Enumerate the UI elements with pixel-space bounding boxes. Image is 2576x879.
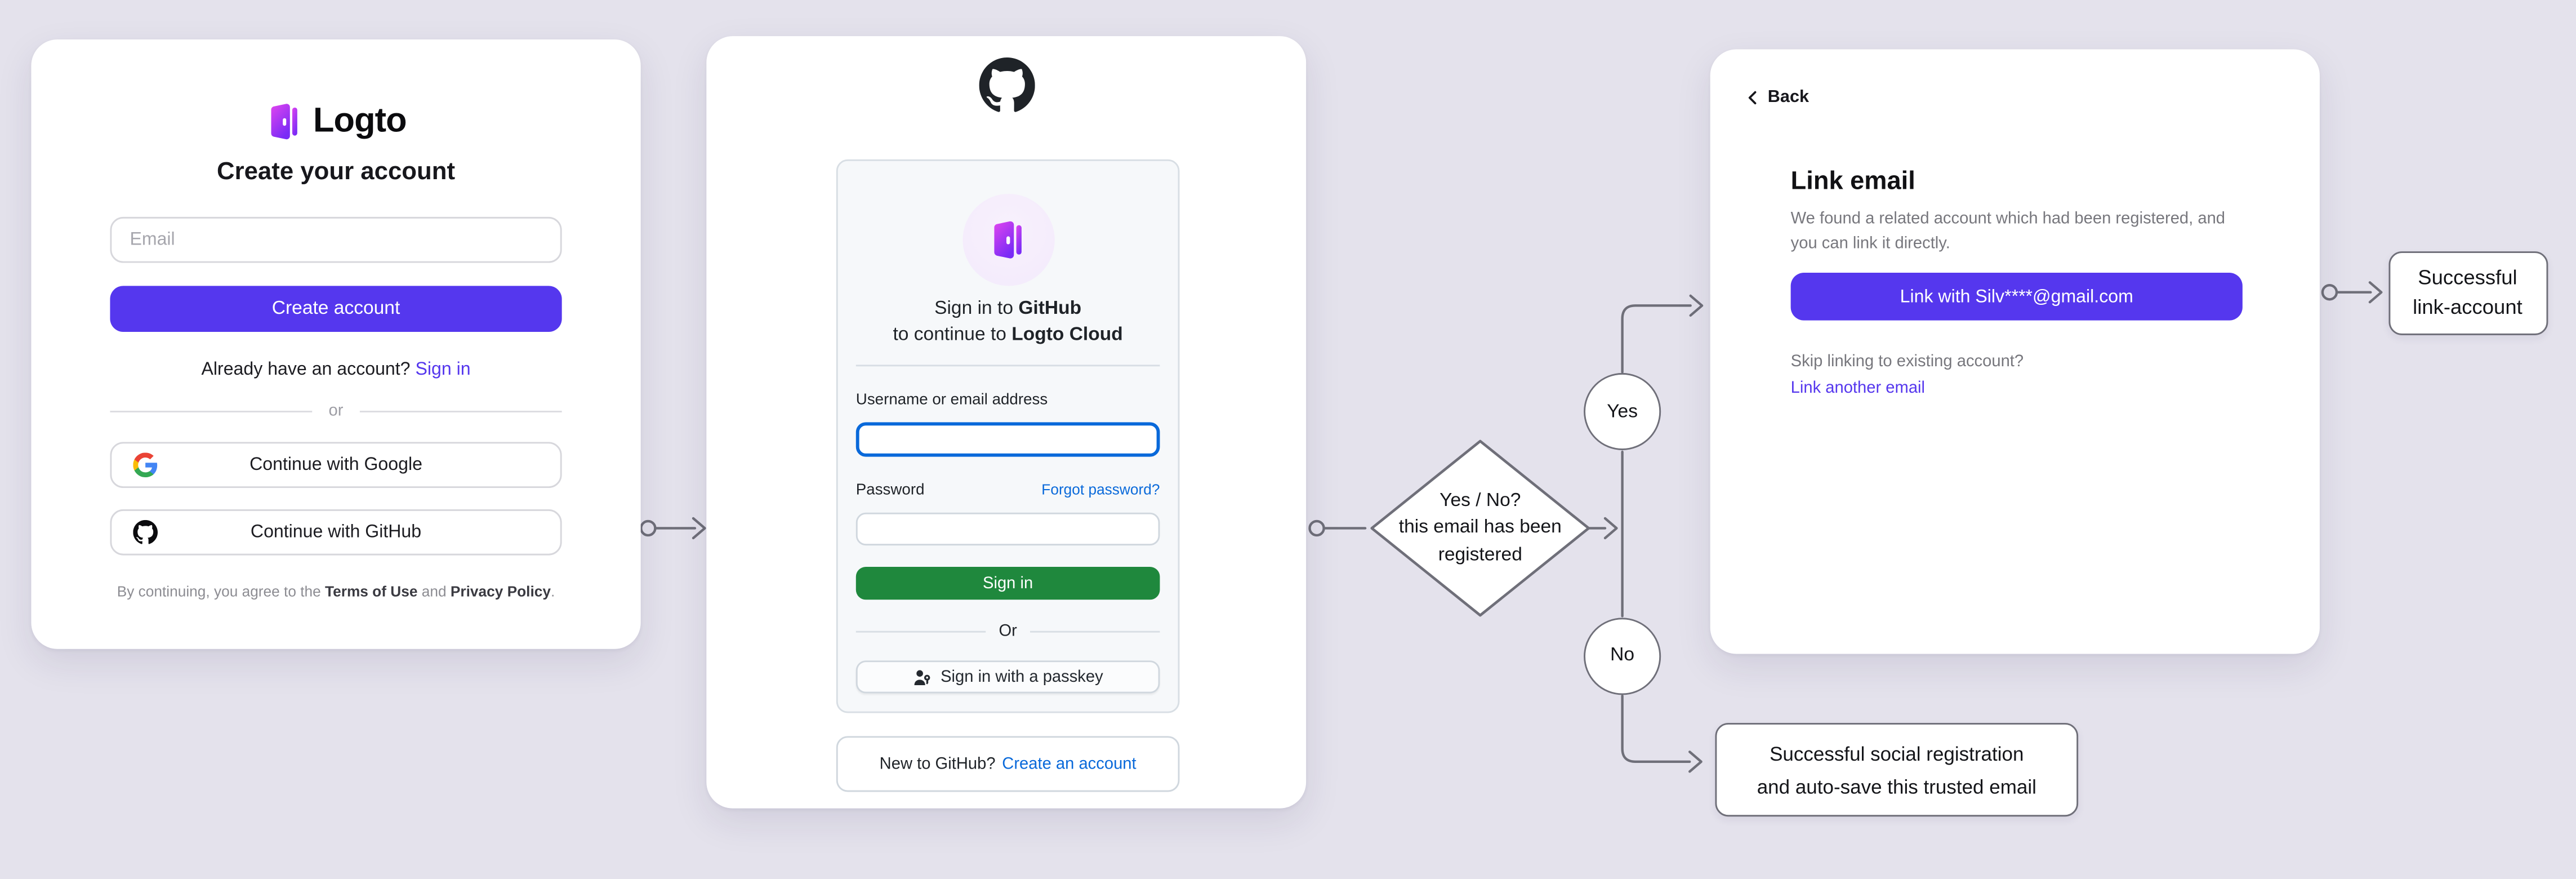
outcome-social-registration-box: Successful social registration and auto-… — [1715, 722, 2079, 817]
link-email-card: Back Link email We found a related accou… — [1710, 49, 2320, 654]
link-email-title: Link email — [1790, 167, 1915, 196]
skip-prompt: Skip linking to existing account? — [1790, 354, 2024, 372]
app-avatar — [961, 194, 1054, 286]
logto-logo: Logto — [110, 100, 561, 143]
github-or-divider: Or — [855, 622, 1160, 640]
passkey-button[interactable]: Sign in with a passkey — [855, 660, 1160, 694]
page-title: Create your account — [216, 157, 456, 186]
link-email-body: Link email We found a related account wh… — [1790, 166, 2246, 402]
logo-text: Logto — [313, 101, 407, 140]
google-icon — [133, 452, 158, 478]
chevron-left-icon — [1748, 90, 1757, 104]
panel-divider — [855, 365, 1160, 367]
username-input[interactable] — [855, 422, 1160, 457]
github-logo-icon — [978, 57, 1035, 112]
link-with-email-button[interactable]: Link with Silv****@gmail.com — [1790, 273, 2243, 321]
outcome-link-account-box: Successful link-account — [2388, 250, 2547, 335]
link-email-description: We found a related account which had bee… — [1790, 210, 2226, 253]
logto-door-icon — [270, 104, 297, 140]
password-input[interactable] — [855, 512, 1160, 546]
forgot-password-link[interactable]: Forgot password? — [1041, 481, 1160, 498]
email-field[interactable] — [110, 216, 562, 263]
signup-card: Logto Create your account Create account… — [31, 39, 641, 649]
github-signin-card: Sign in to GitHub to continue to Logto C… — [706, 36, 1307, 809]
decision-node: Yes / No? this email has been registered — [1398, 491, 1562, 565]
signin-prompt: Already have an account? Sign in — [201, 359, 471, 380]
continue-github-button[interactable]: Continue with GitHub — [110, 509, 562, 556]
signin-link[interactable]: Sign in — [415, 359, 471, 380]
password-row: Password Forgot password? — [855, 481, 1160, 500]
create-account-button[interactable]: Create account — [110, 286, 562, 332]
footer-prompt: New to GitHub? — [879, 754, 996, 773]
create-an-account-link[interactable]: Create an account — [1002, 754, 1137, 773]
github-login-panel: Sign in to GitHub to continue to Logto C… — [836, 159, 1180, 713]
terms-of-use-link[interactable]: Terms of Use — [325, 583, 418, 600]
signin-heading: Sign in to GitHub to continue to Logto C… — [893, 299, 1123, 345]
privacy-policy-link[interactable]: Privacy Policy — [450, 583, 551, 600]
link-another-email-link[interactable]: Link another email — [1790, 380, 1926, 398]
continue-google-button[interactable]: Continue with Google — [110, 442, 562, 489]
github-signin-button[interactable]: Sign in — [855, 566, 1160, 600]
no-node: No — [1584, 616, 1661, 694]
github-icon — [133, 520, 158, 545]
password-label: Password — [855, 481, 925, 500]
username-label: Username or email address — [855, 390, 1048, 410]
terms-text: By continuing, you agree to the Terms of… — [117, 583, 555, 600]
logto-door-icon — [994, 221, 1022, 259]
back-button[interactable]: Back — [1745, 87, 1809, 107]
yes-node: Yes — [1584, 372, 1661, 450]
passkey-icon — [913, 669, 929, 685]
or-divider: or — [110, 402, 562, 420]
create-account-box: New to GitHub? Create an account — [836, 736, 1180, 792]
